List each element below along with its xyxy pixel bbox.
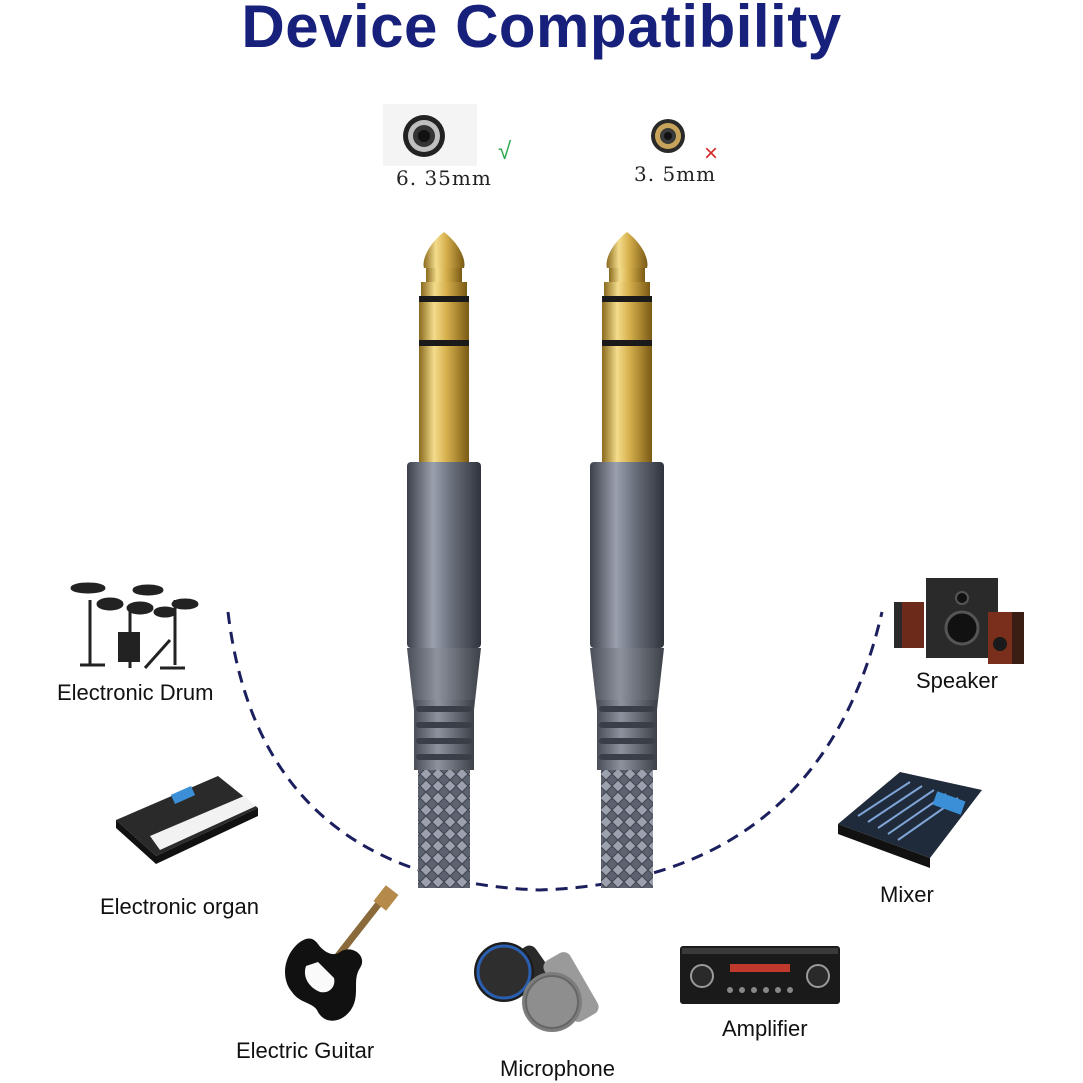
jack-35-label: 3. 5mm bbox=[634, 162, 717, 186]
electric-guitar-icon bbox=[285, 885, 399, 1021]
speaker-icon bbox=[894, 578, 1024, 664]
electronic-drum-icon bbox=[70, 582, 199, 670]
electronic-organ-icon bbox=[116, 776, 258, 864]
page-title: Device Compatibility bbox=[241, 0, 842, 60]
label-speaker: Speaker bbox=[916, 668, 998, 693]
mixer-icon bbox=[838, 772, 982, 868]
label-mixer: Mixer bbox=[880, 882, 934, 907]
jack-635-label: 6. 35mm bbox=[396, 166, 492, 190]
compatible-check-icon: √ bbox=[498, 138, 512, 165]
microphone-icon bbox=[474, 942, 599, 1032]
label-electric-guitar: Electric Guitar bbox=[236, 1038, 375, 1063]
connection-arc bbox=[226, 611, 884, 892]
label-electronic-drum: Electronic Drum bbox=[57, 680, 214, 705]
label-microphone: Microphone bbox=[500, 1056, 615, 1081]
amplifier-icon bbox=[680, 946, 840, 1004]
label-electronic-organ: Electronic organ bbox=[100, 894, 259, 919]
incompatible-cross-icon: × bbox=[704, 140, 719, 167]
label-amplifier: Amplifier bbox=[722, 1016, 808, 1041]
plug-right bbox=[590, 232, 664, 888]
plug-left bbox=[407, 232, 481, 888]
